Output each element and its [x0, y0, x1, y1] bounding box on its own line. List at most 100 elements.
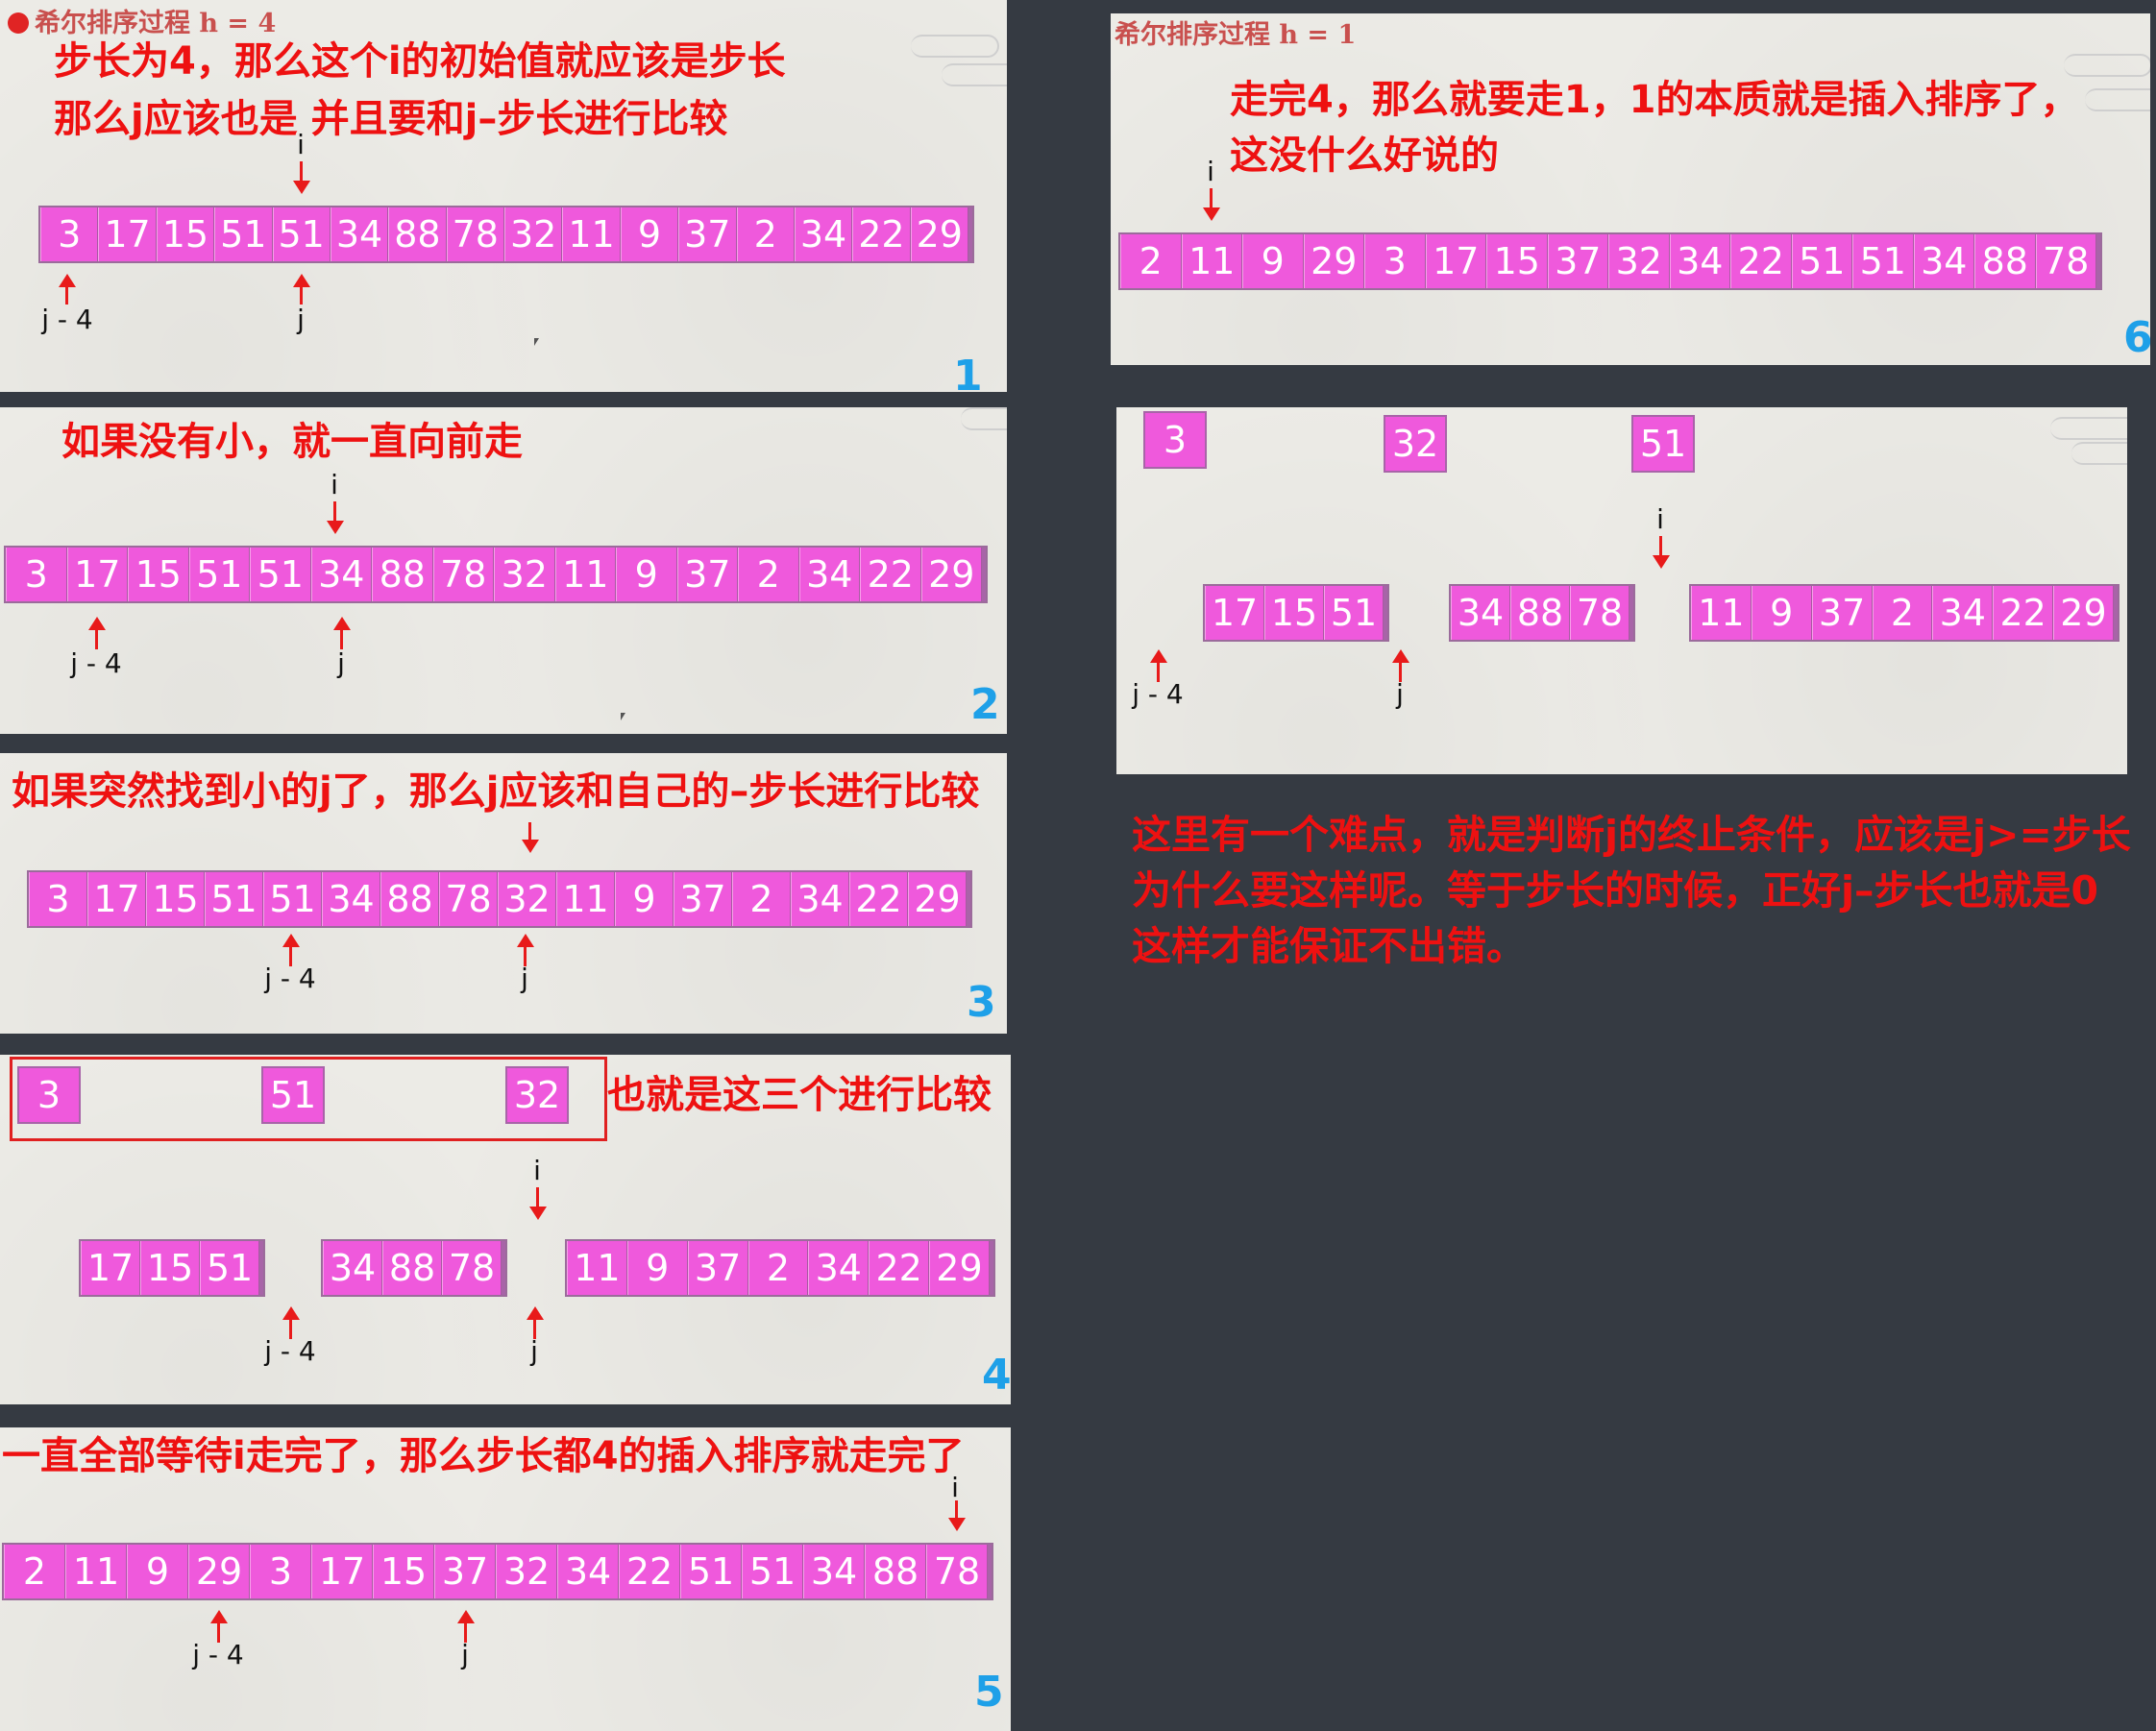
- array-cell: 15: [1486, 234, 1548, 288]
- array-cell: 51: [1791, 234, 1852, 288]
- array-cell: 78: [442, 1241, 502, 1295]
- pointer-j-minus-4-label: j - 4: [1132, 678, 1184, 710]
- group-element: 32: [1384, 415, 1447, 473]
- array-cell: 9: [1751, 586, 1812, 640]
- array-cell: 9: [620, 207, 679, 261]
- array-cell: 2: [747, 1241, 809, 1295]
- termination-note-line2: 为什么要这样呢。等于步长的时候，正好j–步长也就是0: [1132, 867, 2099, 914]
- group-element: 32: [505, 1066, 569, 1124]
- array-cell: 15: [1264, 586, 1324, 640]
- array-cell: 22: [849, 872, 908, 926]
- array-cell: 17: [1205, 586, 1264, 640]
- pointer-j-label: j: [530, 1335, 538, 1367]
- group-element: 51: [1631, 415, 1695, 473]
- pointer-i-label: i: [297, 129, 305, 160]
- array-cell: 29: [910, 207, 968, 261]
- array-cell: 51: [1852, 234, 1914, 288]
- pointer-j-minus-4-label: j - 4: [264, 963, 316, 994]
- array-cell: 34: [808, 1241, 870, 1295]
- array-cell: 51: [272, 207, 331, 261]
- pointer-j-label: j: [297, 304, 305, 335]
- array-cell: 37: [678, 207, 737, 261]
- array-cell: 11: [567, 1241, 627, 1295]
- panel-6-note-line2: 这没什么好说的: [1230, 134, 1499, 178]
- pointer-j-minus-4-label: j - 4: [41, 304, 93, 335]
- panel-5-note: 一直全部等待i走完了，那么步长都4的插入排序就走完了: [2, 1434, 965, 1478]
- comparison-highlight-box: [10, 1057, 607, 1141]
- array-cell: 37: [676, 548, 738, 601]
- array-cell: 9: [616, 548, 677, 601]
- array-cell: 22: [619, 1545, 680, 1598]
- array-cell: 22: [860, 548, 921, 601]
- array-cell: 34: [310, 548, 372, 601]
- array-cell: 22: [1730, 234, 1792, 288]
- array-cell: 17: [81, 1241, 140, 1295]
- array-cell: 2: [736, 207, 795, 261]
- array-cell: 2: [1872, 586, 1933, 640]
- panel-3-note: 如果突然找到小的j了，那么j应该和自己的–步长进行比较: [12, 769, 980, 814]
- pointer-i-label: i: [331, 469, 338, 500]
- array-cell: 17: [98, 207, 157, 261]
- pointer-j-minus-4-label: j - 4: [70, 647, 122, 679]
- termination-note-line3: 这样才能保证不出错。: [1132, 923, 1526, 969]
- mouse-cursor-icon: [621, 713, 625, 720]
- array-cell: 2: [1120, 234, 1182, 288]
- array-cell: 37: [434, 1545, 496, 1598]
- array-cell: 11: [1181, 234, 1242, 288]
- array-cell: 88: [1510, 586, 1570, 640]
- array-cell: 51: [742, 1545, 803, 1598]
- array-cell: 11: [65, 1545, 127, 1598]
- array-cell: 22: [1993, 586, 2054, 640]
- panel-1-note-line2: 那么j应该也是 并且要和j–步长进行比较: [54, 97, 728, 141]
- array-cell: 37: [1547, 234, 1608, 288]
- array-cell: 34: [1669, 234, 1730, 288]
- array-cell: 3: [1364, 234, 1426, 288]
- array-cell: 51: [200, 1241, 259, 1295]
- array-cell: 15: [128, 548, 189, 601]
- pointer-i-arrow: [300, 161, 303, 183]
- array-cell: 34: [330, 207, 389, 261]
- array-cell: 9: [1242, 234, 1304, 288]
- array-cell: 78: [439, 872, 498, 926]
- array-cell: 15: [156, 207, 215, 261]
- array-cell: 51: [205, 872, 263, 926]
- mouse-cursor-icon: [534, 338, 539, 346]
- array-cell: 9: [615, 872, 674, 926]
- panel-6-title: 希尔排序过程 h = 1: [1115, 20, 1357, 50]
- array-cell: 3: [29, 872, 87, 926]
- group-element: 3: [1143, 411, 1207, 469]
- panel-6: 希尔排序过程 h = 1 走完4，那么就要走1，1的本质就是插入排序了， 这没什…: [1111, 13, 2150, 365]
- array-cell: 29: [1303, 234, 1364, 288]
- panel-number: 6: [2123, 313, 2150, 362]
- panel-4-note: 也就是这三个进行比较: [607, 1073, 992, 1117]
- panel-number: 2: [970, 680, 1000, 729]
- array-cell: 11: [554, 548, 616, 601]
- array-cell: 22: [869, 1241, 930, 1295]
- array-cell: 29: [929, 1241, 990, 1295]
- array-cell: 17: [311, 1545, 373, 1598]
- array-cell: 32: [504, 207, 563, 261]
- pointer-j-label: j: [1396, 678, 1404, 710]
- array-cell: 3: [40, 207, 99, 261]
- array-cell: 17: [66, 548, 128, 601]
- array-cell: 15: [373, 1545, 434, 1598]
- array-cell: 51: [1324, 586, 1384, 640]
- array-cell: 34: [1913, 234, 1974, 288]
- pointer-j-label: j: [521, 963, 528, 994]
- pointer-j-label: j: [337, 647, 345, 679]
- array-cell: 37: [674, 872, 732, 926]
- array-cell: 88: [380, 872, 439, 926]
- group-element: 51: [261, 1066, 325, 1124]
- panel-number: 4: [982, 1351, 1011, 1400]
- pointer-i-label: i: [951, 1472, 959, 1503]
- array-cell: 88: [382, 1241, 442, 1295]
- array-cell: 32: [498, 872, 556, 926]
- pointer-i-label: i: [1207, 156, 1214, 187]
- pointer-j-minus-4-label: j - 4: [264, 1335, 316, 1367]
